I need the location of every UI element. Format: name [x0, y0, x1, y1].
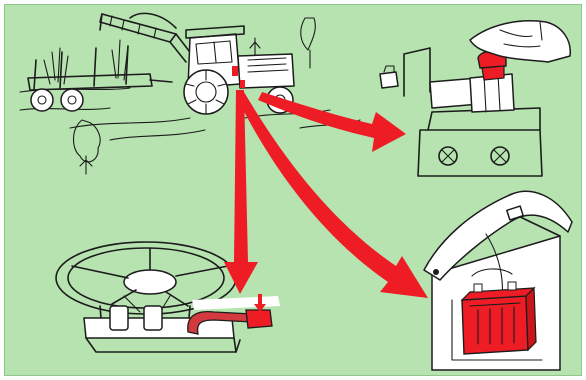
tractor-marker-switch — [240, 80, 245, 88]
fuel-shutoff-valve-scene — [380, 21, 570, 176]
forestry-trailer — [28, 46, 172, 111]
arrow-to-fuel-valve — [258, 92, 406, 152]
tractor-marker-battery — [232, 66, 238, 76]
red-pointer-arrows — [224, 90, 428, 298]
battery-housing-scene — [424, 191, 572, 370]
battery-switch-knob — [246, 310, 272, 328]
loader-crane — [100, 13, 196, 62]
